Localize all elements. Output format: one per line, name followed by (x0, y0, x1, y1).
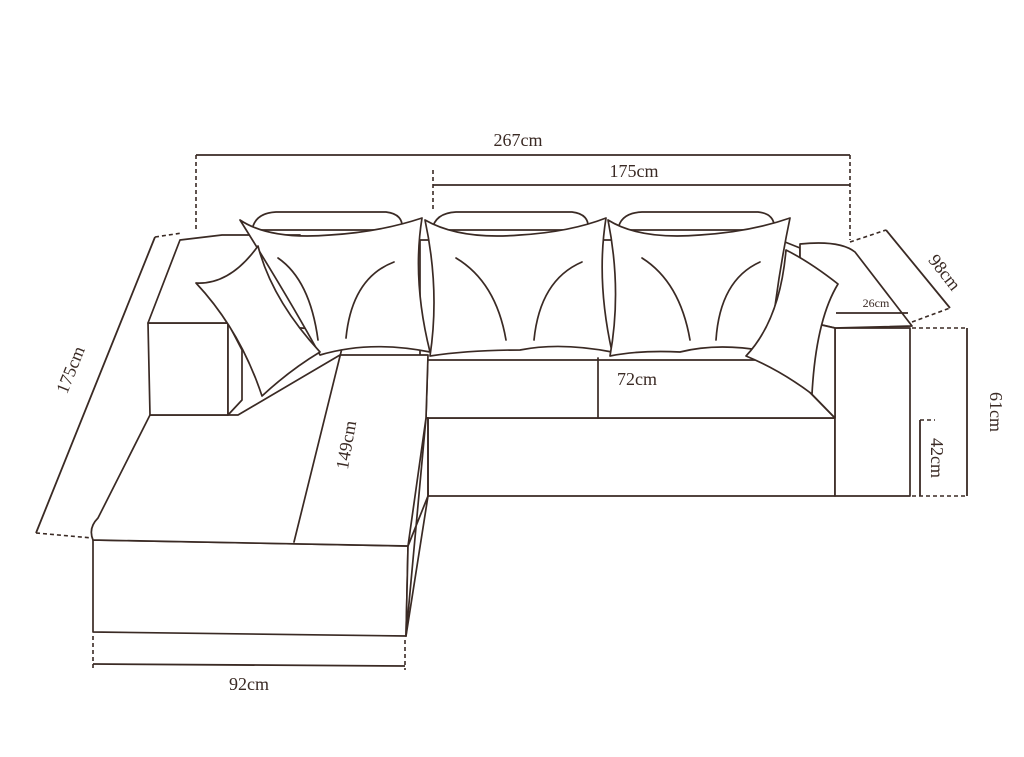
bolster-1 (251, 211, 404, 231)
chaise-seam (293, 339, 345, 543)
chaise-seat-top (90, 354, 429, 547)
bolster-2 (431, 211, 590, 231)
chaise-base-side (405, 417, 429, 637)
cushions (195, 211, 839, 397)
bolster-3 (617, 211, 776, 231)
left-back-block-front (147, 322, 229, 416)
dimension-lines (35, 154, 968, 670)
label-chaise-width: 92cm (229, 674, 269, 694)
small-pillow-left (195, 245, 321, 397)
right-arm-front (834, 327, 911, 497)
chaise-base-front (92, 539, 409, 637)
label-depth: 98cm (925, 250, 965, 294)
main-base-front (425, 417, 836, 497)
label-arm-width: 26cm (863, 296, 890, 310)
label-seat-height: 42cm (927, 438, 947, 478)
label-seat-depth: 72cm (617, 369, 657, 389)
label-back-height: 61cm (986, 392, 1006, 432)
label-total-width: 267cm (494, 130, 543, 150)
label-chaise-side: 175cm (52, 343, 89, 396)
label-main-seat-width: 175cm (610, 161, 659, 181)
small-pillow-right (745, 249, 839, 395)
pillow-2 (424, 217, 613, 357)
pillow-1 (239, 217, 431, 356)
